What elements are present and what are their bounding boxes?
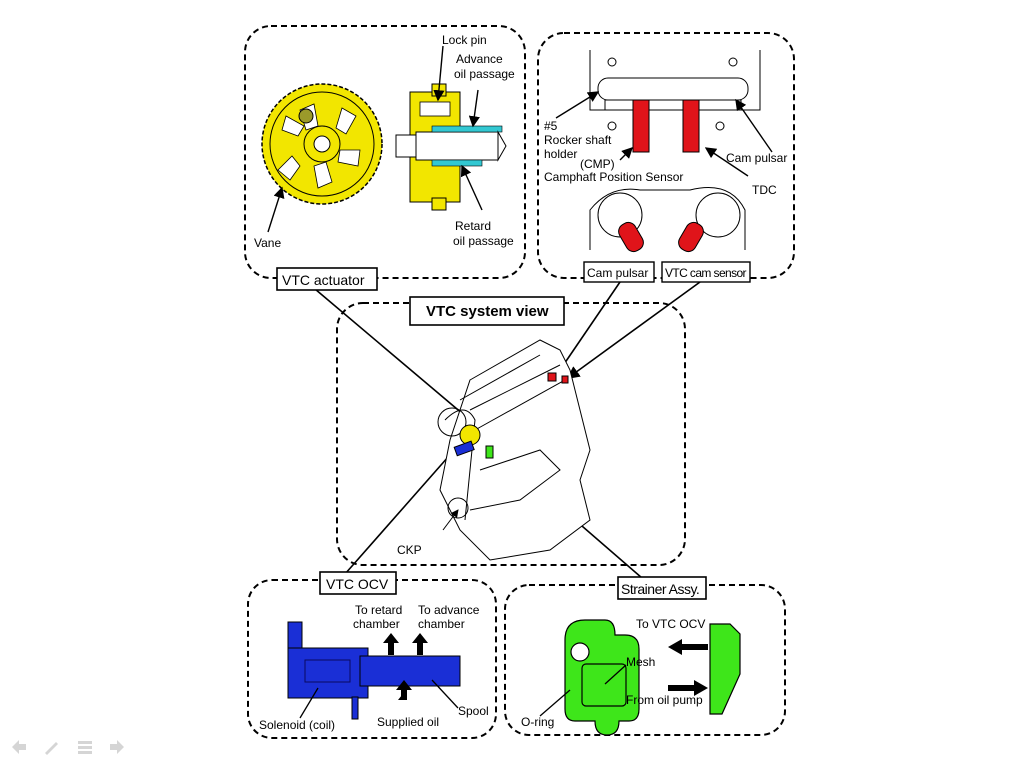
ocv-caption: VTC OCV	[326, 576, 389, 592]
prev-slide-button[interactable]	[10, 738, 28, 756]
cam-pulsar-caption: Cam pulsar	[587, 266, 648, 280]
ocv-illustration	[287, 621, 461, 720]
actuator-caption-box	[276, 267, 378, 291]
label-to-advance-1: To advance	[418, 603, 480, 617]
label-solenoid: Solenoid (coil)	[259, 718, 335, 732]
label-to-vtc-ocv: To VTC OCV	[636, 617, 705, 631]
arrow-right-icon	[110, 740, 124, 754]
label-rocker-1: Rocker shaft	[544, 133, 612, 147]
label-vane: Vane	[254, 236, 281, 250]
label-to-advance-2: chamber	[418, 617, 465, 631]
label-spool: Spool	[458, 704, 489, 718]
strainer-illustration	[564, 619, 741, 736]
system-panel-frame	[336, 302, 686, 566]
label-o-ring: O-ring	[521, 715, 554, 729]
label-rocker-2: holder	[544, 147, 577, 161]
pen-icon	[45, 742, 58, 755]
engine-illustration	[437, 339, 591, 561]
label-mesh: Mesh	[626, 655, 655, 669]
connector-actuator	[314, 288, 471, 421]
label-ckp: CKP	[397, 543, 422, 557]
cam-sensor-caption: VTC cam sensor	[665, 266, 747, 280]
label-retard-1: Retard	[455, 219, 491, 233]
label-supplied-oil: Supplied oil	[377, 715, 439, 729]
label-cmp-full: Camphaft Position Sensor	[544, 170, 683, 184]
strainer-caption: Strainer Assy.	[621, 581, 699, 597]
cam-pulsar-caption-box	[583, 261, 655, 283]
actuator-illustration	[261, 83, 507, 211]
sensor-illustration	[589, 50, 761, 253]
label-lock-pin: Lock pin	[442, 33, 487, 47]
label-num5: #5	[544, 119, 558, 133]
cam-sensor-caption-box	[661, 261, 751, 283]
label-to-retard-1: To retard	[355, 603, 402, 617]
system-title: VTC system view	[426, 303, 549, 320]
connector-cam-pulsar	[559, 281, 621, 371]
label-to-retard-2: chamber	[353, 617, 400, 631]
label-retard-2: oil passage	[453, 234, 514, 248]
label-cam-pulsar: Cam pulsar	[726, 151, 787, 165]
label-from-oil-pump: From oil pump	[626, 693, 703, 707]
ocv-caption-box	[319, 571, 397, 595]
system-title-box	[409, 296, 565, 326]
arrow-left-icon	[12, 740, 26, 754]
connector-cam-sensor	[566, 281, 701, 379]
menu-button[interactable]	[76, 738, 94, 756]
next-slide-button[interactable]	[108, 738, 126, 756]
label-tdc: TDC	[752, 183, 777, 197]
label-cmp: (CMP)	[580, 157, 615, 171]
pen-button[interactable]	[42, 738, 60, 756]
menu-icon	[78, 741, 92, 754]
actuator-caption: VTC actuator	[282, 272, 365, 288]
strainer-caption-box	[617, 576, 707, 600]
label-advance-1: Advance	[456, 52, 503, 66]
actuator-panel-frame	[244, 25, 526, 279]
connector-ocv	[344, 447, 457, 575]
label-advance-2: oil passage	[454, 67, 515, 81]
